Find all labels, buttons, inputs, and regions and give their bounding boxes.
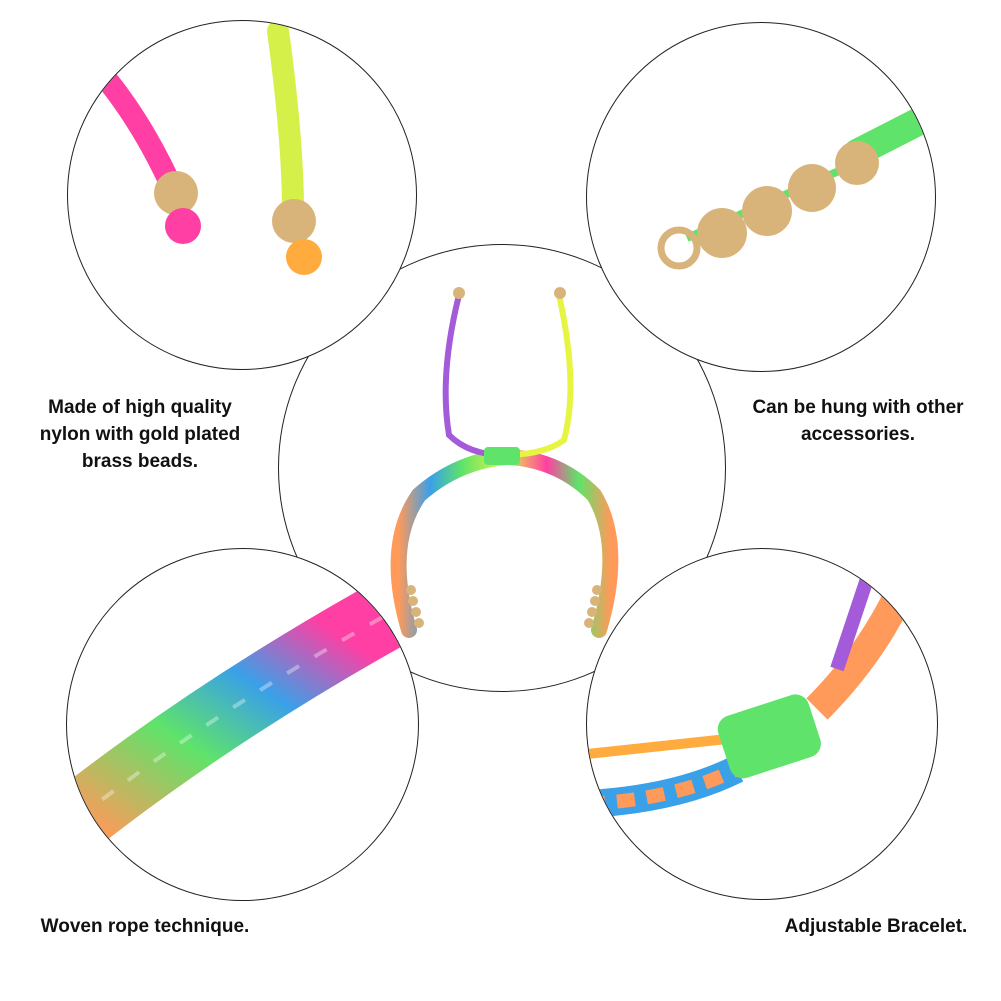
cord-ends-illustration xyxy=(97,21,322,275)
feature-image-cord-ends xyxy=(67,20,417,370)
caption-hung-accessories: Can be hung with other accessories. xyxy=(752,397,964,445)
woven-rope-illustration xyxy=(67,574,418,854)
caption-adjustable: Adjustable Bracelet. xyxy=(784,916,968,937)
jump-ring-illustration xyxy=(657,99,935,270)
feature-image-jump-ring xyxy=(586,22,936,372)
caption-nylon-quality: Made of high quality nylon with gold pla… xyxy=(39,397,241,472)
feature-image-sliding-knot xyxy=(586,548,938,900)
sliding-knot-illustration xyxy=(587,576,911,818)
caption-woven-rope: Woven rope technique. xyxy=(40,916,250,937)
feature-image-woven-rope xyxy=(66,548,419,901)
bracelet-illustration xyxy=(390,287,619,638)
